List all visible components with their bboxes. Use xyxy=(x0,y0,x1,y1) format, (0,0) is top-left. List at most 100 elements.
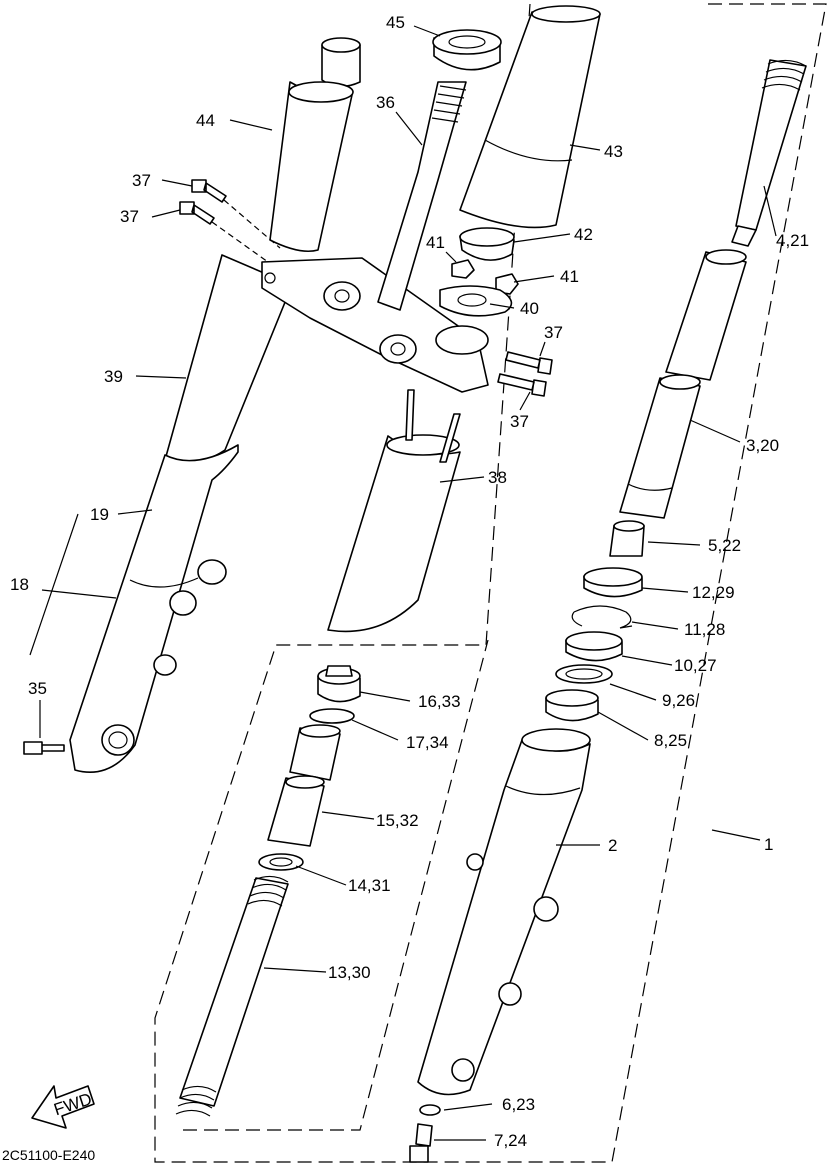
bushing-8-top xyxy=(545,689,599,707)
leader-5 xyxy=(647,541,701,546)
spring-coils-bottom xyxy=(175,1085,217,1117)
callout-labels: 1 2 3,20 4,21 5,22 6,23 7,24 8,25 9,26 1… xyxy=(10,13,809,1150)
callout-42: 42 xyxy=(574,225,593,244)
upper-cover-43 xyxy=(459,11,601,229)
clamp-boss-front xyxy=(435,325,489,355)
bolt-37-upper-a xyxy=(191,179,227,203)
inner-tube-3-upper-top xyxy=(705,249,747,265)
callout-14-31: 14,31 xyxy=(348,876,391,895)
fwd-arrow-icon xyxy=(31,1085,95,1129)
washer-plate-40 xyxy=(439,285,513,317)
callout-5-22: 5,22 xyxy=(708,536,741,555)
leader-19 xyxy=(117,509,153,515)
leader-12 xyxy=(641,587,689,593)
leader-13 xyxy=(263,967,327,973)
leader-16 xyxy=(359,691,411,702)
leader-41a xyxy=(445,251,457,263)
spring-coils-top xyxy=(247,875,289,907)
callout-45: 45 xyxy=(386,13,405,32)
cover-stud-right xyxy=(439,413,461,463)
spacer-15-lower xyxy=(267,777,325,847)
washer-14 xyxy=(258,853,304,871)
callout-41-b: 41 xyxy=(560,267,579,286)
callout-4-21: 4,21 xyxy=(776,231,809,250)
spacer-15-upper-top xyxy=(299,724,341,738)
cover-stud-left xyxy=(405,389,415,441)
washer-6 xyxy=(419,1104,441,1116)
callout-10-27: 10,27 xyxy=(674,656,717,675)
upper-cover-top xyxy=(288,81,354,103)
bearing-inner xyxy=(448,35,486,49)
steering-stem-36 xyxy=(377,81,467,311)
outer-tube-assembled-18 xyxy=(69,444,239,774)
callout-37-a: 37 xyxy=(132,171,151,190)
callout-3-20: 3,20 xyxy=(746,436,779,455)
fork-spring-13 xyxy=(179,877,289,1107)
leader-39 xyxy=(135,375,187,379)
collar-42-top xyxy=(459,227,515,247)
leader-38 xyxy=(439,476,485,483)
lower-cover-38 xyxy=(327,435,461,633)
callout-17-34: 17,34 xyxy=(406,733,449,752)
clamp-hole-left xyxy=(334,289,350,303)
callout-12-29: 12,29 xyxy=(692,583,735,602)
washer-9-hole xyxy=(565,668,603,680)
leader-1 xyxy=(711,829,761,841)
bolt-37-guide-lines xyxy=(211,199,281,263)
callout-15-32: 15,32 xyxy=(376,811,419,830)
inner-tube-3-upper xyxy=(665,251,747,381)
callout-6-23: 6,23 xyxy=(502,1095,535,1114)
outer-tube-boss-small xyxy=(466,853,484,871)
leader-37a xyxy=(161,179,193,187)
leader-17 xyxy=(351,719,399,741)
outer-tube-boss-mount xyxy=(498,982,522,1006)
callout-44: 44 xyxy=(196,111,215,130)
callout-43: 43 xyxy=(604,142,623,161)
bolt-37-right-a xyxy=(505,351,553,375)
fork-assembly-group-outline xyxy=(154,3,827,1163)
callout-37-d: 37 xyxy=(510,412,529,431)
callout-36: 36 xyxy=(376,93,395,112)
outer-tube-2-top xyxy=(521,728,591,752)
callout-38: 38 xyxy=(488,468,507,487)
callout-37-b: 37 xyxy=(120,207,139,226)
leader-10 xyxy=(621,655,673,666)
callout-37-c: 37 xyxy=(544,323,563,342)
callout-7-24: 7,24 xyxy=(494,1131,527,1150)
axle-hole xyxy=(108,731,128,749)
spacer-15-lower-top xyxy=(285,775,325,789)
damper-rod-rings xyxy=(761,59,807,91)
forward-direction-arrow: FWD xyxy=(31,1085,95,1129)
leader-45 xyxy=(413,25,441,37)
leader-44 xyxy=(229,119,273,131)
inner-tube-3-lower-top xyxy=(659,374,701,390)
stem-thread-marks xyxy=(431,85,467,123)
callout-35: 35 xyxy=(28,679,47,698)
inner-tube-3-lower xyxy=(619,377,701,519)
upper-cover-44 xyxy=(269,81,353,253)
outer-tube-2-collar xyxy=(505,785,581,796)
leader-37c xyxy=(539,341,546,357)
callout-19: 19 xyxy=(90,505,109,524)
leader-42 xyxy=(513,233,571,243)
o-ring-17 xyxy=(309,708,355,724)
callout-40: 40 xyxy=(520,299,539,318)
under-bracket-clamp xyxy=(261,257,489,393)
cap-bolt-16-hex xyxy=(325,665,353,677)
axle-boss-lower xyxy=(169,590,197,616)
washer-14-hole xyxy=(269,857,293,867)
washer-plate-hole xyxy=(457,293,487,307)
tube-seam-line xyxy=(129,577,199,588)
leader-40 xyxy=(489,303,515,309)
leader-8 xyxy=(597,711,649,741)
bolt-35 xyxy=(23,741,65,755)
outer-tube-boss-axle xyxy=(533,896,559,922)
clamp-small-hole xyxy=(264,272,276,284)
outer-tube-2 xyxy=(417,739,591,1096)
clamp-boss-left xyxy=(323,281,361,311)
dust-seal-12-top xyxy=(583,567,643,587)
washer-9 xyxy=(555,664,613,684)
callout-11-28: 11,28 xyxy=(684,620,725,639)
leader-4 xyxy=(763,185,777,237)
